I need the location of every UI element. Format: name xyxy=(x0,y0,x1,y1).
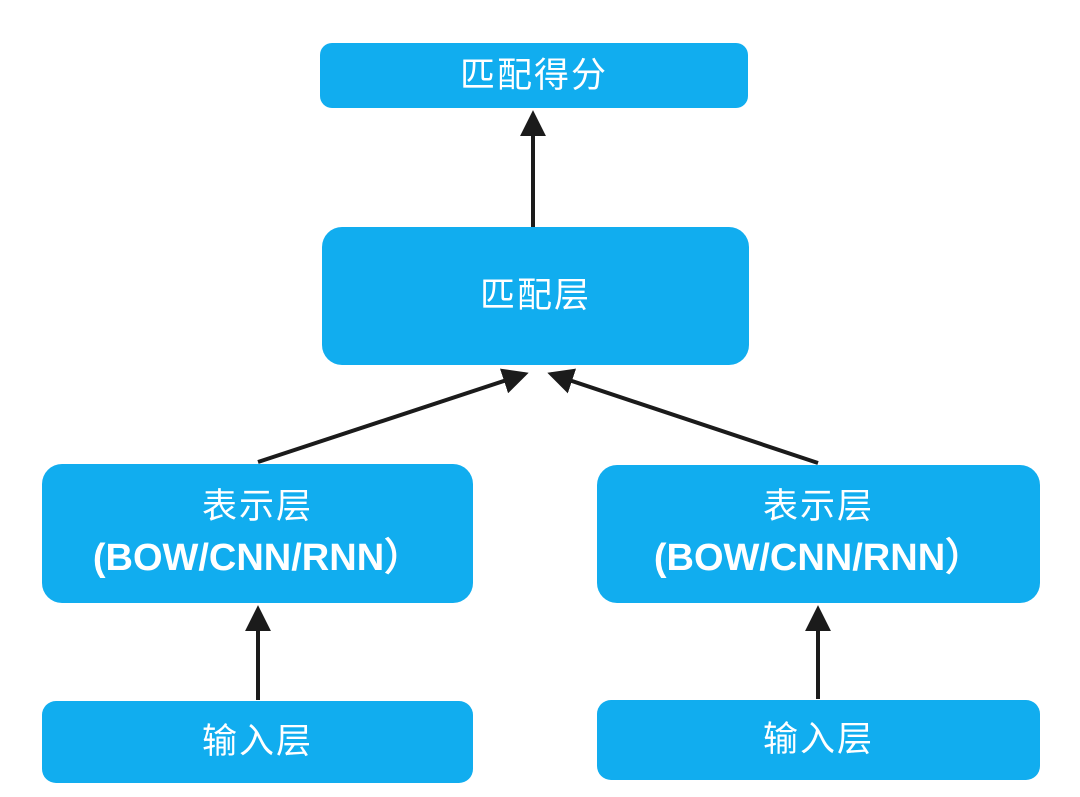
input-layer-right-label: 输入层 xyxy=(762,720,874,759)
matching-layer-label: 匹配层 xyxy=(479,276,591,315)
representation-layer-left-label: 表示层 xyxy=(201,486,313,526)
node-representation-layer-left: 表示层 (BOW/CNN/RNN） xyxy=(42,464,473,603)
node-input-layer-left: 输入层 xyxy=(42,701,473,783)
node-input-layer-right: 输入层 xyxy=(597,700,1040,780)
match-score-label: 匹配得分 xyxy=(459,55,608,95)
arrow-rep-right-to-match xyxy=(547,368,819,465)
arrow-rep-left-to-match xyxy=(257,368,529,464)
node-representation-layer-right: 表示层 (BOW/CNN/RNN） xyxy=(597,465,1040,603)
node-match-score: 匹配得分 xyxy=(320,43,748,108)
representation-layer-right-label: 表示层 xyxy=(762,487,874,527)
representation-layer-right-sublabel: (BOW/CNN/RNN） xyxy=(653,537,984,580)
node-matching-layer: 匹配层 xyxy=(322,227,749,365)
input-layer-left-label: 输入层 xyxy=(201,722,313,761)
representation-layer-left-sublabel: (BOW/CNN/RNN） xyxy=(92,536,423,579)
